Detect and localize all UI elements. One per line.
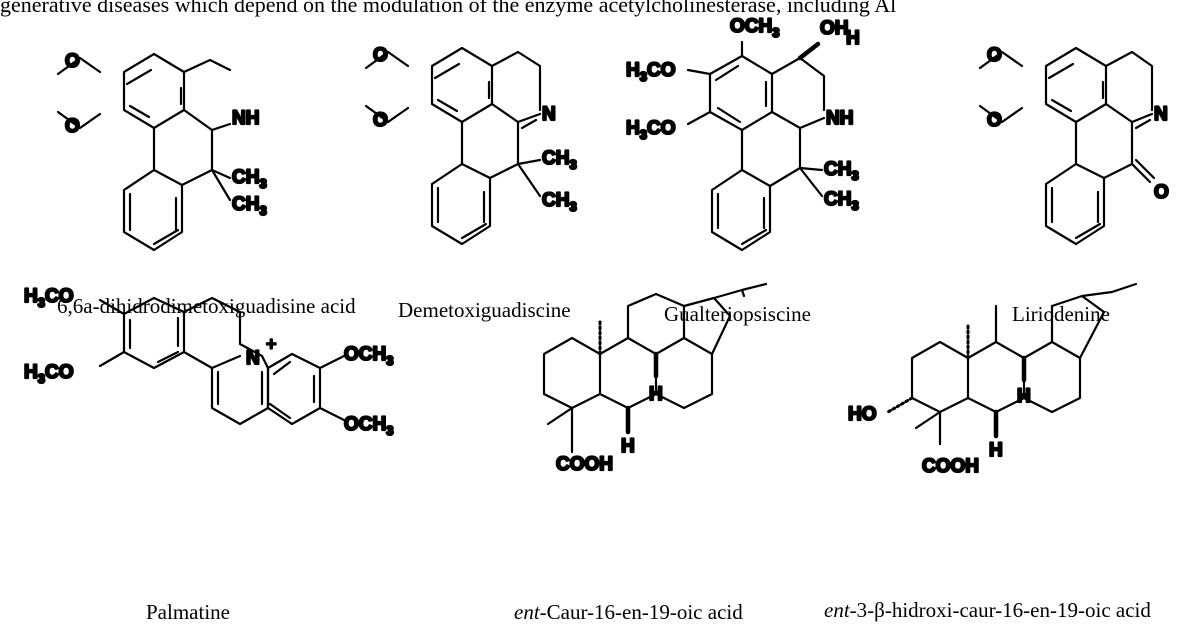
svg-text:O: O [987,45,1002,66]
svg-text:H: H [989,440,1003,461]
caption-compound-4: Liriodenine [1012,302,1110,326]
svg-text:H3CO: H3CO [626,118,675,142]
caption-compound-5: Palmatine [146,600,230,624]
svg-text:H: H [649,384,663,405]
svg-text:CH3: CH3 [232,167,267,191]
svg-text:OCH3: OCH3 [344,344,393,368]
svg-text:OCH3: OCH3 [730,16,779,40]
svg-text:OH: OH [820,18,849,39]
svg-text:O: O [373,45,388,66]
structure-demetoxiguadiscine: O O N CH3 CH3 [364,44,578,246]
svg-text:CH3: CH3 [824,189,859,213]
svg-text:CH3: CH3 [542,148,577,172]
structure-palmatine: H3CO H3CO N + OCH3 OCH3 [23,285,395,439]
svg-text:H: H [1017,386,1031,407]
structure-ent-3-beta-hidroxi-caur: HO COOH H H [847,282,1138,478]
svg-text:+: + [266,334,277,354]
structure-liriodenine: O O N O [978,44,1170,246]
atom-label: NH [232,108,259,129]
svg-text:H3CO: H3CO [24,362,73,386]
svg-text:NH: NH [826,108,853,129]
svg-text:N: N [542,104,556,125]
svg-text:O: O [373,110,388,131]
svg-text:O: O [1154,182,1169,203]
caption-compound-7: ent-3-β-hidroxi-caur-16-en-19-oic acid [824,598,1151,622]
svg-text:HO: HO [848,404,877,425]
svg-text:OCH3: OCH3 [344,414,393,438]
svg-text:H3CO: H3CO [24,286,73,310]
structure-ent-caur-16-en-19-oic: COOH H H [542,282,768,476]
svg-text:H3CO: H3CO [626,60,675,84]
structure-6-6a-dihidrodimetoxiguadisine: O O NH CH3 CH3 [56,50,268,252]
svg-text:COOH: COOH [556,454,613,475]
svg-text:CH3: CH3 [824,159,859,183]
atom-label: O [65,51,80,72]
caption-compound-6: ent-Caur-16-en-19-oic acid [514,600,743,624]
svg-text:O: O [987,110,1002,131]
svg-text:N: N [246,348,260,369]
svg-text:N: N [1154,104,1168,125]
atom-label: O [65,116,80,137]
svg-text:COOH: COOH [922,456,979,477]
svg-text:H: H [846,28,860,49]
header-text: generative diseases which depend on the … [0,0,897,17]
svg-text:CH3: CH3 [542,190,577,214]
caption-compound-2: Demetoxiguadiscine [398,298,571,322]
svg-text:H: H [621,436,635,457]
caption-compound-3: Gualteriopsiscine [664,302,811,326]
caption-compound-1: 6,6a-dihidrodimetoxiguadisine acid [57,294,356,318]
structure-gualteriopsiscine: OCH3 OH H H3CO H3CO NH CH3 CH3 [625,15,861,252]
svg-text:CH3: CH3 [232,194,267,218]
